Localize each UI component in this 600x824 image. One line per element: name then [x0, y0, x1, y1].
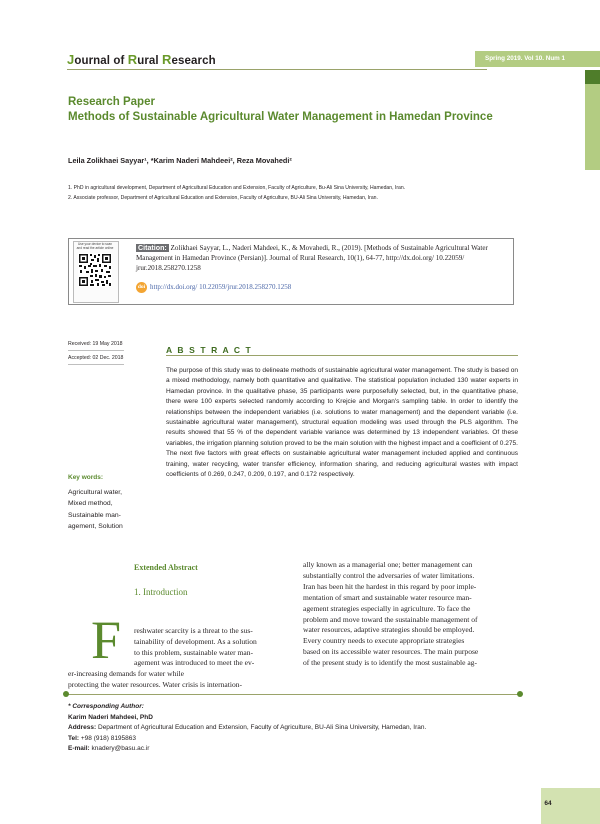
- qr-code-icon[interactable]: [78, 253, 112, 287]
- keyword-item: Agricultural water,: [68, 489, 123, 496]
- body-line-full: protecting the water resources. Water cr…: [68, 680, 243, 689]
- citation-label: Citation:: [136, 244, 169, 252]
- keyword-item: Sustainable man-: [68, 511, 121, 519]
- journal-title: Journal of Rural Research: [67, 52, 216, 67]
- corresponding-author: * Corresponding Author: Karim Naderi Mah…: [68, 702, 426, 755]
- extended-abstract-title: Extended Abstract: [134, 563, 198, 572]
- journal-title-initial: R: [127, 52, 138, 67]
- citation-body: Zolikhaei Sayyar, L., Naderi Mahdeei, K.…: [136, 244, 488, 273]
- divider-dot: [517, 691, 523, 697]
- side-color-strip: [585, 70, 600, 170]
- paper-title: Methods of Sustainable Agricultural Wate…: [68, 111, 493, 123]
- body-line: agement strategies especially in agricul…: [303, 603, 471, 613]
- abstract-divider: [166, 355, 518, 356]
- body-line: agement was introduced to meet the ev-: [134, 658, 255, 667]
- address-label: Address:: [68, 724, 97, 732]
- body-line: problem and move toward the sustainable …: [303, 614, 478, 624]
- journal-title-initial: R: [162, 52, 172, 67]
- body-line: to this problem, sustainable water man-: [134, 647, 254, 657]
- keyword-item: agement, Solution: [68, 522, 123, 530]
- journal-title-part: ural: [137, 55, 163, 67]
- affiliation-2: 2. Associate professor, Department of Ag…: [68, 195, 378, 201]
- corresponding-heading: * Corresponding Author:: [68, 703, 144, 710]
- body-line: water resources, adaptive strategies sho…: [303, 625, 475, 635]
- address-value: Department of Agricultural Education and…: [98, 724, 427, 732]
- email-label: E-mail:: [68, 745, 90, 753]
- header-divider: [67, 69, 487, 70]
- journal-title-initial: J: [67, 52, 75, 67]
- corresponding-name: Karim Naderi Mahdeei, PhD: [68, 713, 153, 721]
- drop-cap: F: [91, 610, 122, 670]
- journal-title-part: ournal of: [74, 55, 128, 67]
- page-number: 64: [544, 800, 552, 807]
- affiliation-1: 1. PhD in agricultural development, Depa…: [68, 185, 406, 191]
- received-date: Received: 19 May 2018: [68, 341, 123, 347]
- body-line: mentation of smart and sustainable water…: [303, 592, 472, 602]
- accepted-date: Accepted: 02 Dec. 2018: [68, 355, 124, 361]
- body-column-right: ally known as a managerial one; better m…: [303, 560, 478, 669]
- body-line: tainability of development. As a solutio…: [134, 636, 257, 646]
- qr-caption: Use your device to scan and read the art…: [76, 242, 114, 250]
- keyword-item: Mixed method,: [68, 500, 113, 508]
- body-line: Iran has been hit the hardest in this re…: [303, 581, 477, 591]
- body-line: Every country needs to execute appropria…: [303, 636, 465, 646]
- body-line: er-increasing demands for water while: [68, 669, 184, 680]
- issue-badge: Spring 2019. Vol 10. Num 1: [475, 51, 600, 67]
- page-number-tab: [541, 788, 600, 824]
- journal-title-part: esearch: [171, 55, 216, 67]
- citation-text: Citation: Zolikhaei Sayyar, L., Naderi M…: [136, 243, 508, 274]
- body-line: of the present study is to identify the …: [303, 658, 477, 668]
- body-line: based on its accessible water resources.…: [303, 647, 479, 657]
- body-line: substantially control the adversaries of…: [303, 570, 475, 580]
- citation-box: [68, 238, 514, 305]
- section-heading: 1. Introduction: [134, 587, 188, 597]
- author-list: Leila Zolikhaei Sayyar¹, *Karim Naderi M…: [68, 156, 292, 165]
- tel-label: Tel:: [68, 734, 80, 742]
- body-line: reshwater scarcity is a threat to the su…: [134, 626, 253, 635]
- date-divider: [68, 350, 124, 351]
- tel-value: +98 (918) 8195863: [80, 734, 137, 742]
- paper-type-label: Research Paper: [68, 96, 155, 108]
- email-value[interactable]: knadery@basu.ac.ir: [91, 745, 150, 753]
- doi-link[interactable]: http://dx.doi.org/ 10.22059/jrur.2018.25…: [150, 283, 292, 292]
- body-column-left: reshwater scarcity is a threat to the su…: [134, 626, 257, 659]
- divider-dot: [63, 691, 69, 697]
- side-color-strip-top: [585, 70, 600, 84]
- body-line: ally known as a managerial one; better m…: [303, 560, 473, 569]
- corresponding-divider: [68, 694, 520, 695]
- abstract-title: A B S T R A C T: [166, 345, 253, 355]
- doi-icon: doi: [136, 282, 147, 293]
- abstract-text: The purpose of this study was to delinea…: [166, 367, 518, 479]
- keywords-title: Key words:: [68, 474, 104, 481]
- body-line-text: er-increasing demands for water while: [68, 669, 184, 678]
- date-divider: [68, 364, 124, 365]
- keywords-list: Agricultural water, Mixed method, Sustai…: [68, 487, 138, 532]
